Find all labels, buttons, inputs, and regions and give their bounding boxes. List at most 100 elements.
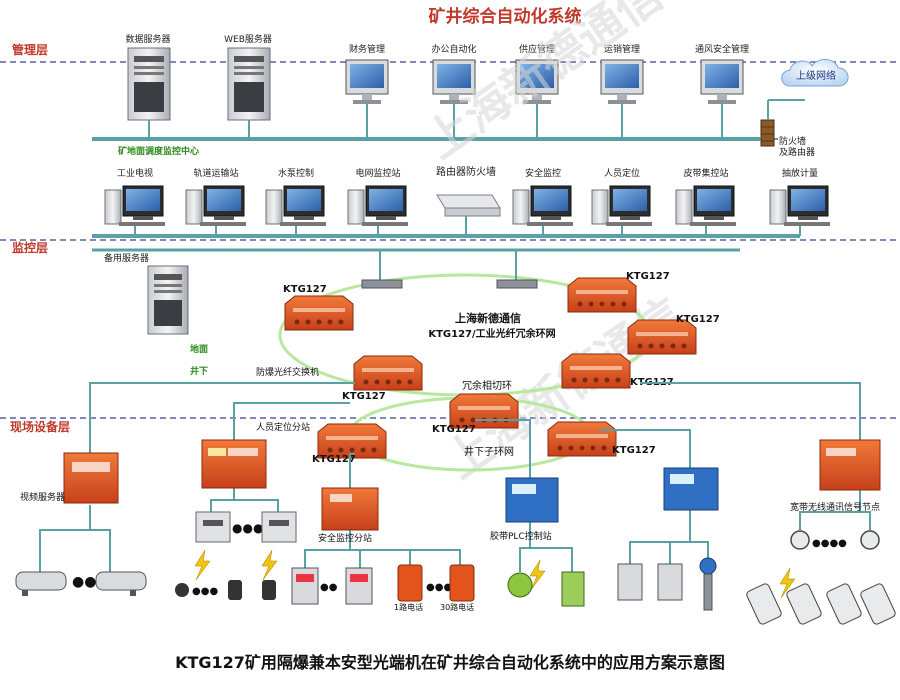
phone-1-label: 1路电话 [394, 602, 423, 612]
ktg127-label: KTG127 [283, 284, 327, 295]
ktg127-node: KTG127 [342, 355, 423, 402]
ktg127-label: KTG127 [342, 391, 386, 402]
plc-station-middle [663, 467, 719, 511]
ktg127-node: KTG127 [312, 423, 387, 465]
camera-icon [15, 571, 67, 591]
layer-label-monitor: 监控层 [12, 240, 48, 255]
workstation-icon [512, 185, 573, 226]
workstation-icon [591, 185, 652, 226]
phone-30-label: 30路电话 [440, 602, 474, 612]
ktg127-label: KTG127 [676, 314, 720, 325]
ellipsis-dots: ●●●● [812, 538, 847, 549]
ktg127-label: KTG127 [312, 454, 356, 465]
mobile-phone-icon [746, 583, 782, 625]
cloud-label: 上级网络 [796, 69, 836, 82]
mgmt-terminal-label: 通风安全管理 [695, 43, 749, 55]
firewall-label: 防火墙 及路由器 [779, 135, 815, 158]
card-reader-icon [261, 511, 297, 543]
plc-control-station: 胶带PLC控制站 [490, 477, 559, 542]
phone-icon [397, 564, 423, 602]
tag-icon [175, 583, 189, 597]
diagram-title: 矿井综合自动化系统 [429, 6, 582, 27]
card-readers: ●●● [195, 511, 297, 543]
management-servers: 数据服务器 WEB服务器 [125, 33, 272, 139]
caption: KTG127矿用隔爆兼本安型光端机在矿井综合自动化系统中的应用方案示意图 [175, 653, 725, 672]
video-server-box [63, 452, 119, 504]
ring-switch-left [361, 250, 403, 289]
monitor-station-label: 抽放计量 [782, 167, 818, 179]
monitor-icon [700, 59, 744, 104]
workstation-icon [185, 185, 246, 226]
mgmt-terminal-label: 供应管理 [519, 43, 555, 55]
wireless-node-label: 宽带无线通讯信号节点 [790, 501, 880, 513]
ktg127-label: KTG127 [626, 271, 670, 282]
monitor-icon [515, 59, 559, 104]
backup-server: 备用服务器 [104, 252, 189, 335]
wireless-node: 宽带无线通讯信号节点 ●●●● [790, 439, 881, 550]
monitor-station-label: 安全监控 [525, 167, 561, 179]
monitor-station-label: 水泵控制 [278, 167, 314, 179]
backup-server-label: 备用服务器 [104, 252, 149, 264]
personnel-branch-label: 人员定位分站 [256, 421, 310, 433]
sensor-icon [507, 572, 533, 598]
explosion-proof-switch-icon [627, 319, 697, 355]
sensor-icon [291, 567, 319, 605]
id-tags: ●●● [175, 580, 276, 600]
firewall-router: 防火墙 及路由器 [760, 99, 815, 158]
workstation-icon [265, 185, 326, 226]
ktg127-node: KTG127 [283, 284, 354, 331]
phones: ●●● 1路电话 30路电话 [394, 564, 475, 612]
ktg127-node: KTG127 [547, 421, 656, 457]
monitor-station-label: 皮带集控站 [683, 167, 728, 179]
ellipsis-dots: ●●● [192, 586, 218, 597]
video-server-label: 视频服务器 [20, 491, 65, 503]
mgmt-terminal-label: 办公自动化 [431, 43, 476, 55]
ring-switch-right [496, 250, 538, 289]
monitor-station-label: 轨道运输站 [193, 167, 238, 179]
belt-sensors [507, 557, 717, 611]
dispatch-center-label: 矿地面调度监控中心 [118, 145, 199, 157]
workstation-icon [675, 185, 736, 226]
monitor-station-label: 工业电视 [117, 167, 153, 179]
ellipsis-dots: ●●● [232, 521, 263, 535]
field-wiring [39, 382, 871, 572]
safety-branch-label: 安全监控分站 [318, 532, 372, 544]
explosion-proof-switch-icon [353, 355, 423, 391]
sensors: ●● [291, 567, 373, 605]
tangent-ring-label: 冗余相切环 [462, 379, 512, 392]
lightning-icons [194, 549, 796, 599]
camera-icon [95, 571, 147, 591]
workstation-icon [769, 185, 830, 226]
caption-band [0, 640, 900, 700]
lightning-icon [194, 549, 211, 581]
router-icon [436, 194, 501, 209]
ring-name-label: KTG127/工业光纤冗余环网 [428, 327, 555, 340]
explosion-proof-switch-icon [567, 277, 637, 313]
monitor-icon [345, 59, 389, 104]
sub-ring-label: 井下子环网 [464, 445, 514, 458]
underground-label: 井下 [190, 365, 208, 377]
ktg127-node: KTG127 [567, 271, 670, 313]
layer-label-management: 管理层 [12, 42, 48, 57]
explosion-proof-switch-icon [547, 421, 617, 457]
wireless-phones [746, 583, 896, 625]
lightning-icon [261, 549, 278, 581]
personnel-branch-station: 人员定位分站 [201, 421, 310, 489]
router-firewall-label: 路由器防火墙 [436, 165, 496, 178]
ktg127-nodes: KTG127KTG127KTG127KTG127KTG127KTG127KTG1… [283, 271, 720, 465]
ellipsis-dots: ●●● [426, 582, 452, 593]
sensor-icon [345, 567, 373, 605]
wireless-node-box [819, 439, 881, 491]
ktg127-node: KTG127 [627, 314, 720, 355]
cameras: ●●● [15, 571, 147, 596]
phone-icon [449, 564, 475, 602]
sensor-icon [617, 563, 643, 601]
firewall-icon [760, 119, 775, 147]
mgmt-server-label: 数据服务器 [125, 33, 170, 45]
management-terminals: 财务管理办公自动化供应管理运销管理通风安全管理 [345, 43, 749, 139]
sensor-icon [657, 563, 683, 601]
mgmt-server-label: WEB服务器 [224, 33, 272, 45]
workstation-icon [104, 185, 165, 226]
